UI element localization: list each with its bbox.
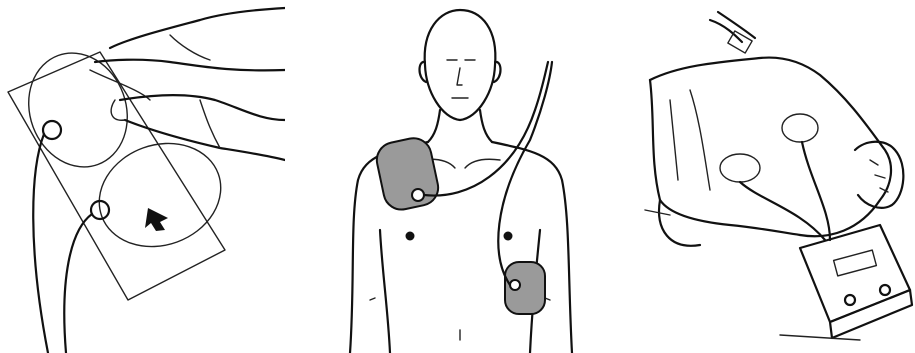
cable (424, 62, 548, 196)
head (855, 142, 903, 208)
hand-upper (95, 60, 285, 71)
patient-with-aed-icon (630, 0, 915, 353)
arrow-icon (145, 208, 168, 231)
peel-pads-panel (0, 0, 285, 353)
hand-upper (110, 8, 285, 48)
lower-pad (720, 154, 760, 182)
pad-connector (510, 280, 520, 290)
upper-pad (374, 135, 442, 213)
cable (498, 62, 552, 285)
torso-pad-placement-icon (310, 0, 610, 353)
upper-pad (782, 114, 818, 142)
head (425, 10, 496, 120)
cable (64, 214, 92, 353)
pad-connector (412, 189, 424, 201)
nipple (504, 232, 513, 241)
aed-device (800, 225, 910, 322)
aed-connected-panel (630, 0, 915, 353)
torso-outline (650, 58, 891, 237)
aed-button (845, 295, 855, 305)
aed-button (880, 285, 890, 295)
cable (33, 134, 48, 353)
backing-sheet (8, 52, 225, 300)
upper-connector (43, 121, 61, 139)
pad-placement-panel (310, 0, 610, 353)
nipple (406, 232, 415, 241)
hands-peeling-electrode-pads-icon (0, 0, 285, 353)
cable (802, 142, 830, 240)
aed-screen (834, 250, 877, 276)
hand-lower (125, 120, 285, 160)
